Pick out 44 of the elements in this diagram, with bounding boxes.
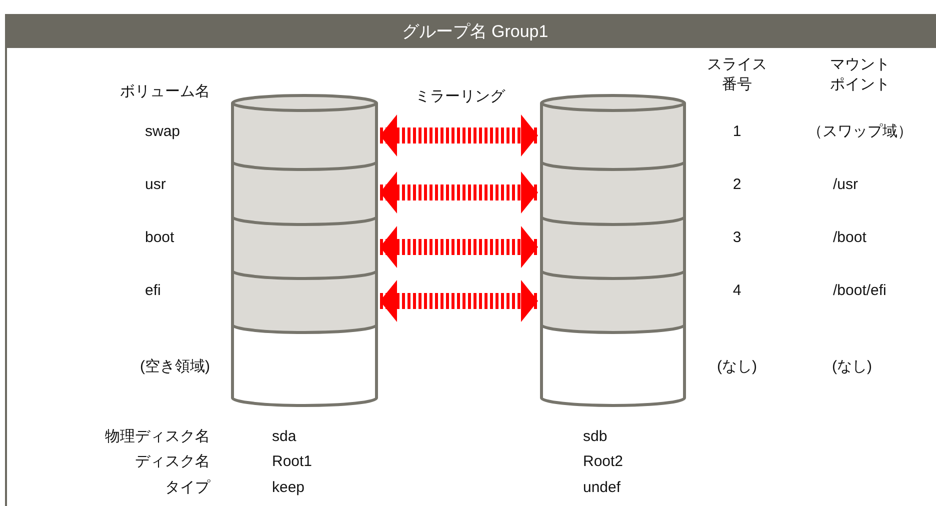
mirror-arrow xyxy=(380,226,538,268)
table-text: (なし) xyxy=(832,358,872,376)
row-heading: タイプ xyxy=(165,479,210,497)
table-text: efi xyxy=(145,282,161,300)
table-text: keep xyxy=(272,479,305,497)
table-text: sdb xyxy=(583,428,608,446)
table-text: undef xyxy=(583,479,621,497)
row-heading: (空き領域) xyxy=(140,358,210,376)
mirror-arrow xyxy=(380,280,538,322)
disk-slice xyxy=(540,171,686,226)
table-text: sda xyxy=(272,428,296,446)
disk-slice xyxy=(540,334,686,407)
disk-slice xyxy=(231,94,378,171)
table-text: boot xyxy=(145,229,174,247)
table-text: 2 xyxy=(732,176,742,194)
disk-slice xyxy=(540,94,686,171)
group-header: グループ名 Group1 xyxy=(7,16,936,48)
table-text: （スワップ域） xyxy=(808,123,912,141)
column-heading: マウントポイント xyxy=(829,55,891,95)
table-text: (なし) xyxy=(717,358,757,376)
row-heading: 物理ディスク名 xyxy=(105,428,210,446)
disk-slice xyxy=(231,280,378,334)
mirror-label: ミラーリング xyxy=(415,88,505,106)
column-heading: ボリューム名 xyxy=(120,83,210,101)
table-text: /boot xyxy=(833,229,866,247)
table-text: Root1 xyxy=(272,453,312,471)
row-heading: ディスク名 xyxy=(135,453,210,471)
disk-slice xyxy=(231,226,378,280)
mirror-arrow xyxy=(380,114,538,156)
disk-slice xyxy=(540,280,686,334)
table-text: swap xyxy=(145,123,180,141)
column-heading: スライス番号 xyxy=(706,55,768,95)
table-text: usr xyxy=(145,176,166,194)
disk-slice xyxy=(540,226,686,280)
mirror-arrow xyxy=(380,172,538,214)
group-frame xyxy=(5,14,936,506)
disk-slice xyxy=(231,334,378,407)
table-text: 1 xyxy=(732,123,742,141)
table-text: /boot/efi xyxy=(833,282,886,300)
table-text: Root2 xyxy=(583,453,624,471)
table-text: 3 xyxy=(732,229,742,247)
table-text: 4 xyxy=(732,282,742,300)
table-text: /usr xyxy=(833,176,858,194)
disk-slice xyxy=(231,171,378,226)
